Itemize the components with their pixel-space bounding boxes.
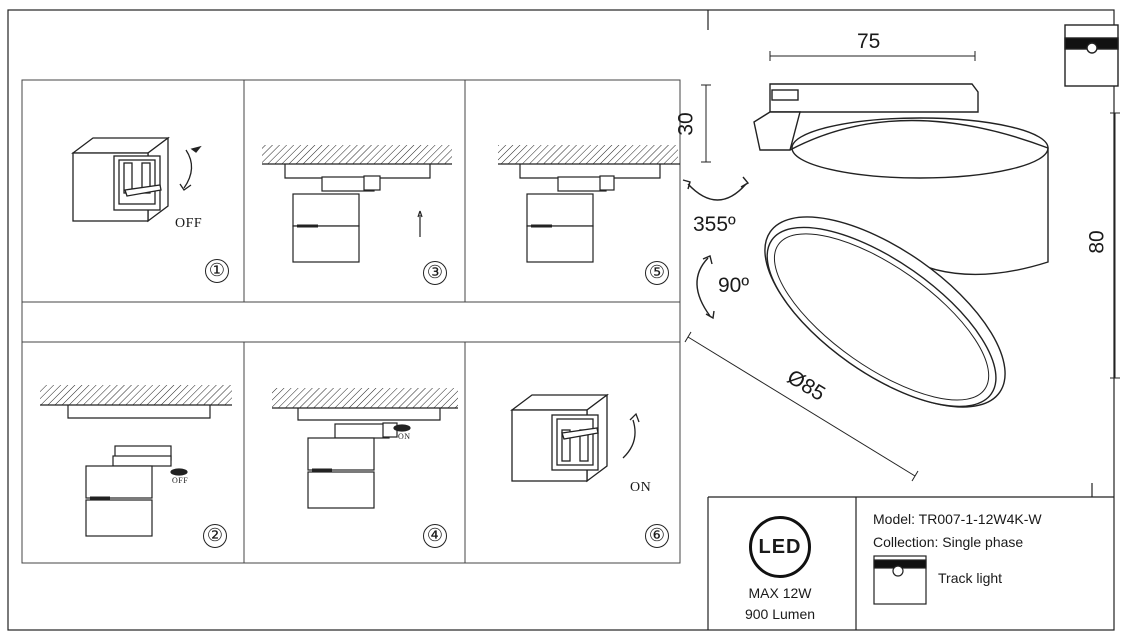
switch-on-label: ON <box>630 480 652 495</box>
switch-off-label: OFF <box>175 216 203 231</box>
rotation-arrows <box>682 176 750 320</box>
rotation-horizontal-label: 355º <box>693 213 736 236</box>
product-drawing <box>753 83 1049 408</box>
spec-collection: Collection: Single phase <box>873 534 1024 550</box>
dimension-mount-height-label: 30 <box>674 112 698 136</box>
step-3-illustration <box>262 145 452 263</box>
rotation-vertical-label: 90º <box>718 274 750 297</box>
spec-max-power: MAX 12W <box>748 585 812 601</box>
dimension-width-label: 75 <box>857 30 881 53</box>
connector-on-label: ON <box>398 432 411 441</box>
steps-grid <box>21 79 681 564</box>
step-2-illustration <box>40 385 232 537</box>
page-frame <box>7 9 1115 631</box>
step-5-number: ⑤ <box>645 261 669 285</box>
step-4-illustration <box>272 388 458 509</box>
step-5-illustration <box>498 145 680 263</box>
track-light-icon <box>1064 24 1119 87</box>
connector-off-label: OFF <box>172 476 189 485</box>
step-3-number: ③ <box>423 261 447 285</box>
led-logo: LED <box>749 516 811 578</box>
wall-switch-on-illustration <box>510 393 640 483</box>
step-4-number: ④ <box>423 524 447 548</box>
spec-panel <box>707 483 1114 630</box>
step-2-number: ② <box>203 524 227 548</box>
track-light-small-icon <box>873 555 927 605</box>
dimension-total-height-label: 80 <box>1085 230 1109 254</box>
spec-type: Track light <box>938 570 1003 586</box>
step-6-number: ⑥ <box>645 524 669 548</box>
step-1-number: ① <box>205 259 229 283</box>
spec-lumen: 900 Lumen <box>744 606 816 622</box>
wall-switch-off-illustration <box>71 136 202 223</box>
dimension-lines <box>684 51 1120 482</box>
spec-model: Model: TR007-1-12W4K-W <box>873 511 1042 527</box>
